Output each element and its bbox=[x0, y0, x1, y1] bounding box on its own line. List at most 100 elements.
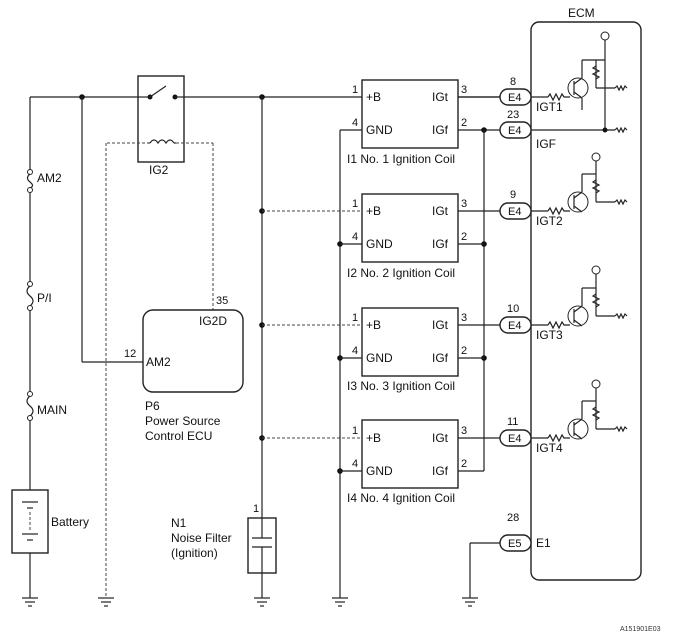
connector-label: E4 bbox=[508, 92, 521, 104]
connector-label: E4 bbox=[508, 125, 521, 137]
coil-label-b: +B bbox=[366, 318, 381, 332]
relay-ig2-label: IG2 bbox=[149, 163, 169, 177]
coil-pin: 3 bbox=[461, 312, 467, 324]
ground-icon bbox=[462, 597, 478, 607]
ecm-pin-num: 28 bbox=[507, 512, 519, 524]
igf-bus bbox=[458, 127, 520, 472]
coil-label-igf: IGf bbox=[432, 123, 449, 137]
ecm-connector-igt3: E4 10 IGT3 bbox=[499, 303, 563, 342]
power-ecu-line2: Power Source bbox=[145, 414, 221, 428]
coil-pin: 4 bbox=[352, 231, 358, 243]
ecm-pin-num: 9 bbox=[510, 189, 516, 201]
fuse-pi: P/I bbox=[26, 281, 52, 311]
fuse-main-label: MAIN bbox=[37, 403, 67, 417]
fuse-pi-label: P/I bbox=[37, 291, 52, 305]
connector-label: E4 bbox=[508, 206, 521, 218]
ecm-pin-num: 23 bbox=[507, 109, 519, 121]
ground-icon bbox=[332, 597, 348, 607]
ecm-pin-label: IGF bbox=[536, 137, 556, 151]
ignition-coil-4: 1 +B 4 GND 3 IGt 2 IGf I4 No. 4 Ignition… bbox=[347, 419, 467, 505]
fuse-am2-label: AM2 bbox=[37, 171, 62, 185]
figure-code: A151901E03 bbox=[620, 626, 661, 633]
battery-label: Battery bbox=[51, 515, 89, 529]
noise-filter-line3: (Ignition) bbox=[171, 546, 218, 560]
coil-caption: I1 No. 1 Ignition Coil bbox=[347, 152, 455, 166]
coil-label-gnd: GND bbox=[366, 123, 393, 137]
ecm-connector-igf: E4 23 IGF bbox=[499, 109, 556, 151]
power-source-ecu: 35 IG2D 12 AM2 bbox=[124, 295, 244, 393]
coil-label-igt: IGt bbox=[432, 318, 449, 332]
ecm-pin-label: IGT2 bbox=[536, 214, 563, 228]
connector-label: E4 bbox=[508, 433, 521, 445]
coil-label-igf: IGf bbox=[432, 351, 449, 365]
coil-pin: 1 bbox=[352, 198, 358, 210]
ecm-pin-label: IGT3 bbox=[536, 328, 563, 342]
coil-pin: 3 bbox=[461, 84, 467, 96]
ecm-title: ECM bbox=[568, 6, 595, 20]
am2-pin-num: 12 bbox=[124, 348, 136, 360]
coil-pin: 1 bbox=[352, 425, 358, 437]
coil-pin: 4 bbox=[352, 458, 358, 470]
ecm-driver-2 bbox=[531, 152, 628, 216]
coil-label-igt: IGt bbox=[432, 90, 449, 104]
fuse-main: MAIN bbox=[26, 391, 67, 421]
coil-pin: 3 bbox=[461, 425, 467, 437]
plus-b-bus bbox=[259, 94, 362, 598]
noise-filter-line1: N1 bbox=[171, 516, 187, 530]
coil-label-b: +B bbox=[366, 90, 381, 104]
coil-pin: 3 bbox=[461, 198, 467, 210]
ignition-coil-3: 1 +B 4 GND 3 IGt 2 IGf I3 No. 3 Ignition… bbox=[347, 307, 467, 393]
noise-filter-pin: 1 bbox=[253, 503, 259, 515]
coil-caption: I2 No. 2 Ignition Coil bbox=[347, 266, 455, 280]
coil-label-gnd: GND bbox=[366, 237, 393, 251]
ig2d-pin-label: IG2D bbox=[199, 314, 227, 328]
fuse-am2: AM2 bbox=[26, 169, 62, 193]
coil-pin: 4 bbox=[352, 345, 358, 357]
ecm-pin-label: IGT4 bbox=[536, 441, 563, 455]
coil-label-igt: IGt bbox=[432, 204, 449, 218]
supply-line bbox=[29, 96, 520, 598]
am2-pin-label: AM2 bbox=[146, 355, 171, 369]
coil-label-igf: IGf bbox=[432, 464, 449, 478]
ig2d-pin-num: 35 bbox=[216, 295, 228, 307]
ecm-connector-e1: E5 28 E1 bbox=[499, 512, 551, 552]
coil-label-igt: IGt bbox=[432, 431, 449, 445]
coil-pin: 2 bbox=[461, 117, 467, 129]
coil-label-b: +B bbox=[366, 204, 381, 218]
coil-caption: I3 No. 3 Ignition Coil bbox=[347, 379, 455, 393]
coil-pin: 1 bbox=[352, 84, 358, 96]
ecm-pin-label: IGT1 bbox=[536, 100, 563, 114]
ground-icon bbox=[254, 597, 270, 607]
coil-pin: 1 bbox=[352, 312, 358, 324]
ecm-connector-igt1: E4 8 IGT1 bbox=[499, 76, 563, 114]
power-ecu-line3: Control ECU bbox=[145, 429, 212, 443]
coil-label-gnd: GND bbox=[366, 351, 393, 365]
coil-caption: I4 No. 4 Ignition Coil bbox=[347, 491, 455, 505]
ecm-pin-label: E1 bbox=[536, 536, 551, 550]
ground-icon bbox=[22, 597, 38, 607]
connector-label: E5 bbox=[508, 538, 521, 550]
ecm-pin-num: 8 bbox=[510, 76, 516, 88]
connector-label: E4 bbox=[508, 320, 521, 332]
ecm-driver-4 bbox=[531, 379, 628, 443]
coil-label-igf: IGf bbox=[432, 237, 449, 251]
noise-filter-line2: Noise Filter bbox=[171, 531, 232, 545]
coil-label-gnd: GND bbox=[366, 464, 393, 478]
ecm-pin-num: 10 bbox=[507, 303, 519, 315]
ignition-coil-2: 1 +B 4 GND 3 IGt 2 IGf I2 No. 2 Ignition… bbox=[347, 193, 467, 280]
ecm-driver-1 bbox=[531, 31, 628, 134]
ecm-connector-igt2: E4 9 IGT2 bbox=[499, 189, 563, 228]
ecm-driver-3 bbox=[531, 265, 628, 330]
battery-icon bbox=[11, 489, 49, 554]
power-ecu-name: P6 bbox=[145, 399, 160, 413]
ground-icon bbox=[98, 597, 114, 607]
ecm-connector-igt4: E4 11 IGT4 bbox=[499, 416, 563, 455]
ecm-pin-num: 11 bbox=[507, 416, 518, 428]
coil-pin: 2 bbox=[461, 458, 467, 470]
coil-pin: 4 bbox=[352, 117, 358, 129]
ignition-coil-1: 1 +B 4 GND 3 IGt 2 IGf I1 No. 1 Ignition… bbox=[347, 79, 467, 166]
coil-pin: 2 bbox=[461, 345, 467, 357]
coil-pin: 2 bbox=[461, 231, 467, 243]
relay-ig2: IG2 bbox=[106, 75, 213, 177]
